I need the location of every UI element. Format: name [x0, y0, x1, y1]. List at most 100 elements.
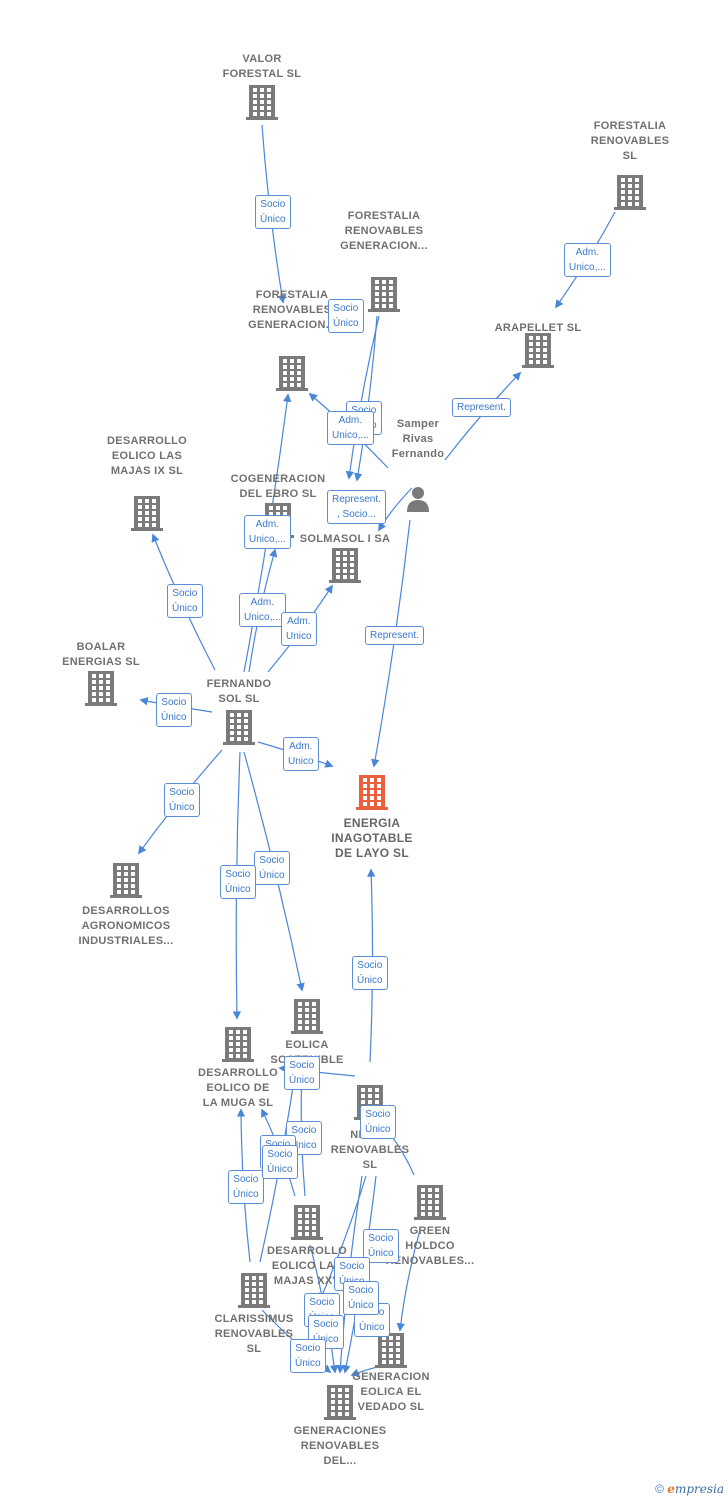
building-icon[interactable]: [368, 277, 400, 312]
relationship-badge[interactable]: Represent., Socio...: [327, 490, 386, 524]
node-label-line: BOALAR: [76, 641, 126, 653]
relationship-badge-line: Socio: [291, 1125, 317, 1136]
building-icon[interactable]: [414, 1185, 446, 1220]
brand-footer[interactable]: © empresia: [655, 1482, 724, 1496]
building-icon[interactable]: [329, 548, 361, 583]
node-label-arapellet[interactable]: ARAPELLET SL: [468, 321, 608, 336]
building-icon[interactable]: [131, 496, 163, 531]
node-label-line: RENOVABLES: [344, 225, 424, 237]
node-label-line: RENOVABLES: [214, 1328, 294, 1340]
relationship-edge: [353, 315, 378, 482]
relationship-badge[interactable]: Adm.Unico: [281, 612, 317, 646]
building-icon[interactable]: [238, 1273, 270, 1308]
building-icon[interactable]: [324, 1385, 356, 1420]
relationship-badge[interactable]: Adm.Unico,...: [244, 515, 291, 549]
relationship-badge-line: Unico,...: [244, 612, 281, 623]
relationship-badge-line: Único: [233, 1189, 259, 1200]
node-label-line: DE LAYO SL: [335, 846, 409, 860]
node-label-line: DEL...: [323, 1455, 357, 1467]
relationship-badge-line: Socio: [289, 1060, 315, 1071]
relationship-badge-line: Socio: [260, 199, 286, 210]
relationship-badge-line: Único: [169, 802, 195, 813]
relationship-edge: [396, 1229, 421, 1332]
relationship-badge-line: Único: [172, 603, 198, 614]
node-label-line: FERNANDO: [206, 678, 272, 690]
relationship-badge[interactable]: Represent.: [365, 626, 424, 645]
node-label-line: MAJAS IX SL: [110, 465, 184, 477]
building-icon[interactable]: [85, 671, 117, 706]
edges-layer: [138, 124, 616, 1377]
person-icon[interactable]: [407, 487, 429, 512]
relationship-badge[interactable]: Adm.Unico,...: [564, 243, 611, 277]
building-icon[interactable]: [276, 356, 308, 391]
building-icon[interactable]: [356, 775, 388, 810]
relationship-badge[interactable]: Represent.: [452, 398, 511, 417]
relationship-badge-line: Único: [260, 214, 286, 225]
relationship-badge[interactable]: Adm.Unico: [283, 737, 319, 771]
relationship-badge-line: Socio: [225, 869, 251, 880]
relationship-badge-line: Socio: [339, 1261, 365, 1272]
building-icon[interactable]: [291, 999, 323, 1034]
relationship-badge-line: Socio: [169, 787, 195, 798]
building-icon[interactable]: [110, 863, 142, 898]
node-label-solmasol[interactable]: SOLMASOL I SA: [275, 532, 415, 547]
node-label-line: SL: [362, 1159, 378, 1171]
relationship-badge-line: Único: [368, 1248, 394, 1259]
relationship-edge: [345, 315, 380, 480]
node-label-line: SL: [622, 150, 638, 162]
building-icon[interactable]: [246, 85, 278, 120]
relationship-badge-line: Socio: [233, 1174, 259, 1185]
relationship-edge: [378, 487, 413, 532]
building-icon[interactable]: [522, 333, 554, 368]
building-icon[interactable]: [222, 1027, 254, 1062]
relationship-badge-line: Único: [365, 1124, 391, 1135]
relationship-badge-line: Socio: [365, 1109, 391, 1120]
building-icon[interactable]: [614, 175, 646, 210]
node-label-line: FORESTALIA: [347, 210, 421, 222]
building-icon[interactable]: [223, 710, 255, 745]
building-icon[interactable]: [375, 1333, 407, 1368]
relationship-badge-line: Único: [313, 1334, 339, 1345]
building-icon[interactable]: [291, 1205, 323, 1240]
relationship-badge-line: Único: [161, 712, 187, 723]
node-label-line: Samper: [396, 418, 440, 430]
relationship-badge[interactable]: Adm.Unico,...: [239, 593, 286, 627]
node-label-line: LA MUGA SL: [202, 1097, 274, 1109]
relationship-badge[interactable]: Adm.Unico,...: [327, 411, 374, 445]
node-label-line: RENOVABLES: [330, 1144, 410, 1156]
node-label-line: ARAPELLET SL: [494, 322, 582, 334]
node-label-line: GENERACIONES: [293, 1425, 387, 1437]
relationship-badge-line: Único: [291, 1140, 317, 1151]
